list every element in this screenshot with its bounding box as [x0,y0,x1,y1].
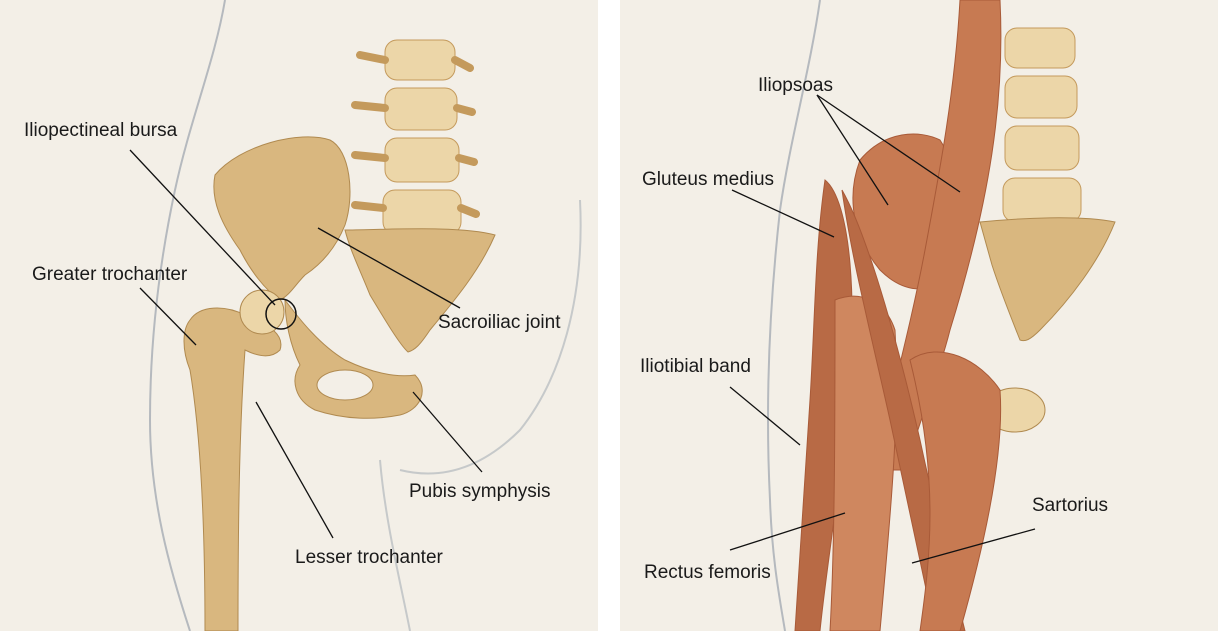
label-iliotibial-band: Iliotibial band [640,357,751,376]
left-panel-bone-illustration: Iliopectineal bursa Greater trochanter S… [0,0,598,631]
hip-muscle-illustration [620,0,1218,631]
label-lesser-trochanter: Lesser trochanter [295,548,443,567]
label-sartorius: Sartorius [1032,496,1108,515]
label-iliopsoas: Iliopsoas [758,76,833,95]
label-iliopectineal-bursa: Iliopectineal bursa [24,121,177,140]
right-panel-muscle-illustration: Iliopsoas Gluteus medius Iliotibial band… [620,0,1218,631]
label-sacroiliac-joint: Sacroiliac joint [438,313,561,332]
label-pubis-symphysis: Pubis symphysis [409,482,551,501]
label-greater-trochanter: Greater trochanter [32,265,187,284]
femoral-head [240,290,284,334]
label-rectus-femoris: Rectus femoris [644,563,771,582]
obturator-foramen [317,370,373,400]
label-gluteus-medius: Gluteus medius [642,170,774,189]
